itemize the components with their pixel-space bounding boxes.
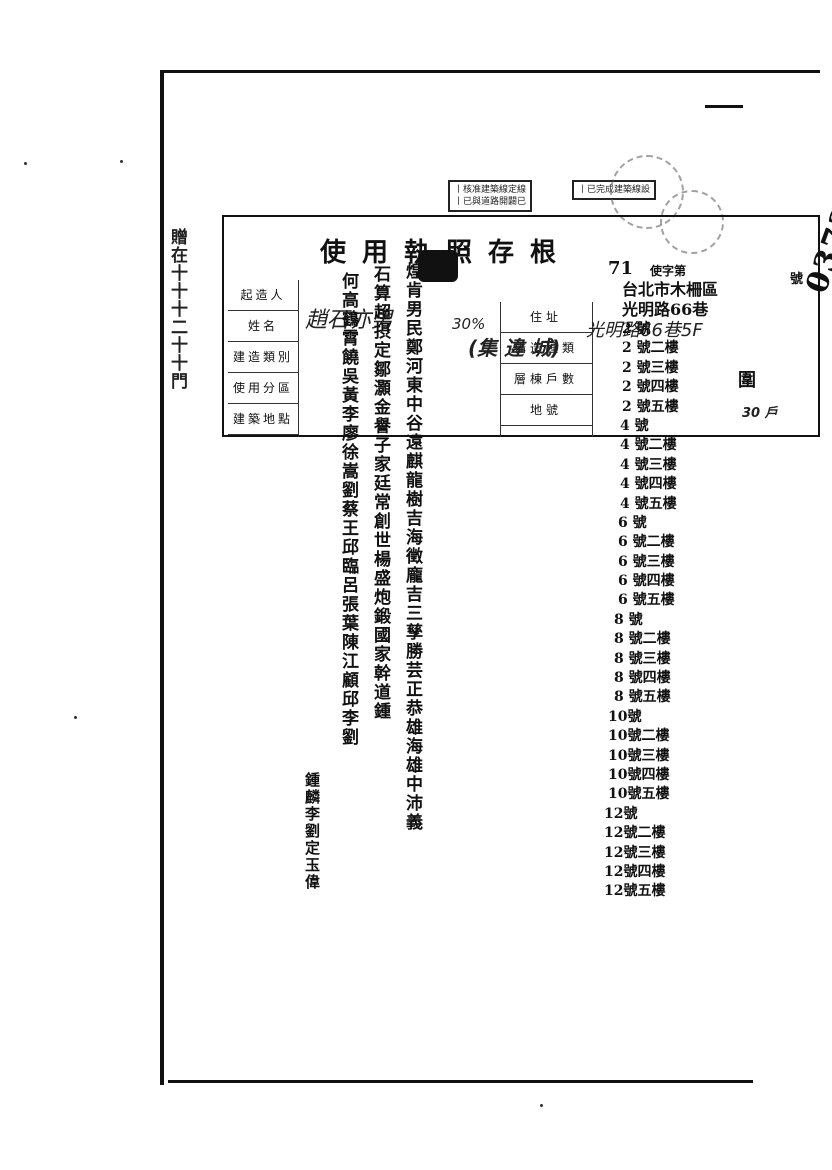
frame-bottom-border xyxy=(168,1080,753,1083)
address-item: 6 號五樓 xyxy=(618,592,675,609)
dash-mark xyxy=(705,105,743,108)
handwritten-percent: 30% xyxy=(452,315,486,333)
address-item: 10號四樓 xyxy=(608,766,670,783)
round-seal-icon xyxy=(660,190,724,254)
address-item: 10號五樓 xyxy=(608,786,670,803)
label-floors-units: 層棟戶數 xyxy=(500,364,592,395)
scan-speck xyxy=(24,162,27,165)
right-mark: 圍 xyxy=(738,370,756,391)
right-mark: 30 戶 xyxy=(742,406,778,421)
right-mark: 號 xyxy=(790,272,804,287)
table-divider xyxy=(592,302,593,437)
address-item: 12號四樓 xyxy=(604,863,666,880)
scan-speck xyxy=(74,716,77,719)
handwritten-address: 光明路66巷5F xyxy=(586,320,703,341)
address-item: 10號 xyxy=(608,708,642,725)
address-item: 8 號五樓 xyxy=(614,689,671,706)
address-city: 台北市木柵區 xyxy=(622,280,719,299)
label-name: 姓名 xyxy=(228,311,298,342)
label-lot-number: 地號 xyxy=(500,395,592,426)
approval-stamp: 丨核准建築線定線 丨已與道路開闢已 xyxy=(448,180,533,212)
margin-note: 贈在十十十二十十門 xyxy=(167,228,187,390)
address-item: 4 號四樓 xyxy=(620,476,677,493)
handwritten-stamp: (集 違 城) xyxy=(468,336,561,360)
scan-speck xyxy=(120,160,123,163)
frame-left-border xyxy=(160,70,164,1085)
address-item: 10號三樓 xyxy=(608,747,670,764)
address-item: 8 號四樓 xyxy=(614,670,671,687)
address-item: 12號 xyxy=(604,805,638,822)
ink-blot xyxy=(418,250,458,282)
table-divider xyxy=(500,302,501,437)
owner-column: 鍾麟李劉定玉偉 xyxy=(303,772,321,891)
address-header: 台北市木柵區 光明路66巷 xyxy=(622,280,718,320)
label-construction-type: 建造類別 xyxy=(228,342,298,373)
label-structure: 構造種類 xyxy=(500,333,592,364)
address-item: 6 號二樓 xyxy=(618,534,675,551)
address-item: 12號二樓 xyxy=(604,825,666,842)
label-address: 住址 xyxy=(500,302,592,333)
owner-column: 石算超摂定鄒灝金譽子家廷常創世楊盛炮鍛國家幹道鍾 xyxy=(370,265,390,721)
address-item: 6 號 xyxy=(618,514,647,531)
approval-stamp-line: 丨已與道路開闢已 xyxy=(454,197,527,207)
address-item: 4 號 xyxy=(620,417,649,434)
address-item: 8 號 xyxy=(614,611,643,628)
address-street: 光明路66巷 xyxy=(622,300,709,319)
permit-label: 使字第 xyxy=(650,264,687,278)
frame-top-border xyxy=(160,70,820,73)
address-item: 6 號三樓 xyxy=(618,553,675,570)
scan-speck xyxy=(540,1104,543,1107)
address-item: 4 號二樓 xyxy=(620,437,677,454)
owner-column: 何高鶴霄饒吳黃李廖徐嵩劉蔡王邱臨呂張葉陳江顧邱李劉 xyxy=(338,272,358,747)
address-item: 8 號二樓 xyxy=(614,631,671,648)
address-list: 2 號 2 號二樓 2 號三樓 2 號四樓 2 號五樓 4 號 4 號二樓 4 … xyxy=(600,320,710,902)
address-item: 8 號三樓 xyxy=(614,650,671,667)
address-item: 12號三樓 xyxy=(604,844,666,861)
approval-stamp-line: 丨核准建築線定線 xyxy=(454,185,527,195)
address-item: 2 號四樓 xyxy=(622,379,679,396)
address-item: 2 號三樓 xyxy=(622,359,679,376)
handwritten-owner: 趙石亦男 xyxy=(305,308,394,333)
serial-number: 71 xyxy=(608,258,634,279)
address-item: 6 號四樓 xyxy=(618,573,675,590)
address-item: 10號二樓 xyxy=(608,728,670,745)
address-item: 2 號二樓 xyxy=(622,340,679,357)
address-item: 4 號五樓 xyxy=(620,495,677,512)
label-site: 建築地點 xyxy=(228,404,298,435)
table-divider xyxy=(298,280,299,437)
label-zoning: 使用分區 xyxy=(228,373,298,404)
stub-table xyxy=(222,215,820,437)
row-labels-left: 起造人 姓名 建造類別 使用分區 建築地點 xyxy=(228,280,298,435)
row-labels-right: 住址 構造種類 層棟戶數 地號 xyxy=(500,302,592,426)
label-applicant: 起造人 xyxy=(228,280,298,311)
address-item: 4 號三樓 xyxy=(620,456,677,473)
address-item: 2 號五樓 xyxy=(622,398,679,415)
owner-column: 煌肯男民鄭河東中谷遠麒龍樹吉海徵龐吉三孳勝芸正恭雄海雄中沛義 xyxy=(402,262,422,832)
address-item: 2 號 xyxy=(622,321,651,337)
address-item: 12號五樓 xyxy=(604,883,666,900)
